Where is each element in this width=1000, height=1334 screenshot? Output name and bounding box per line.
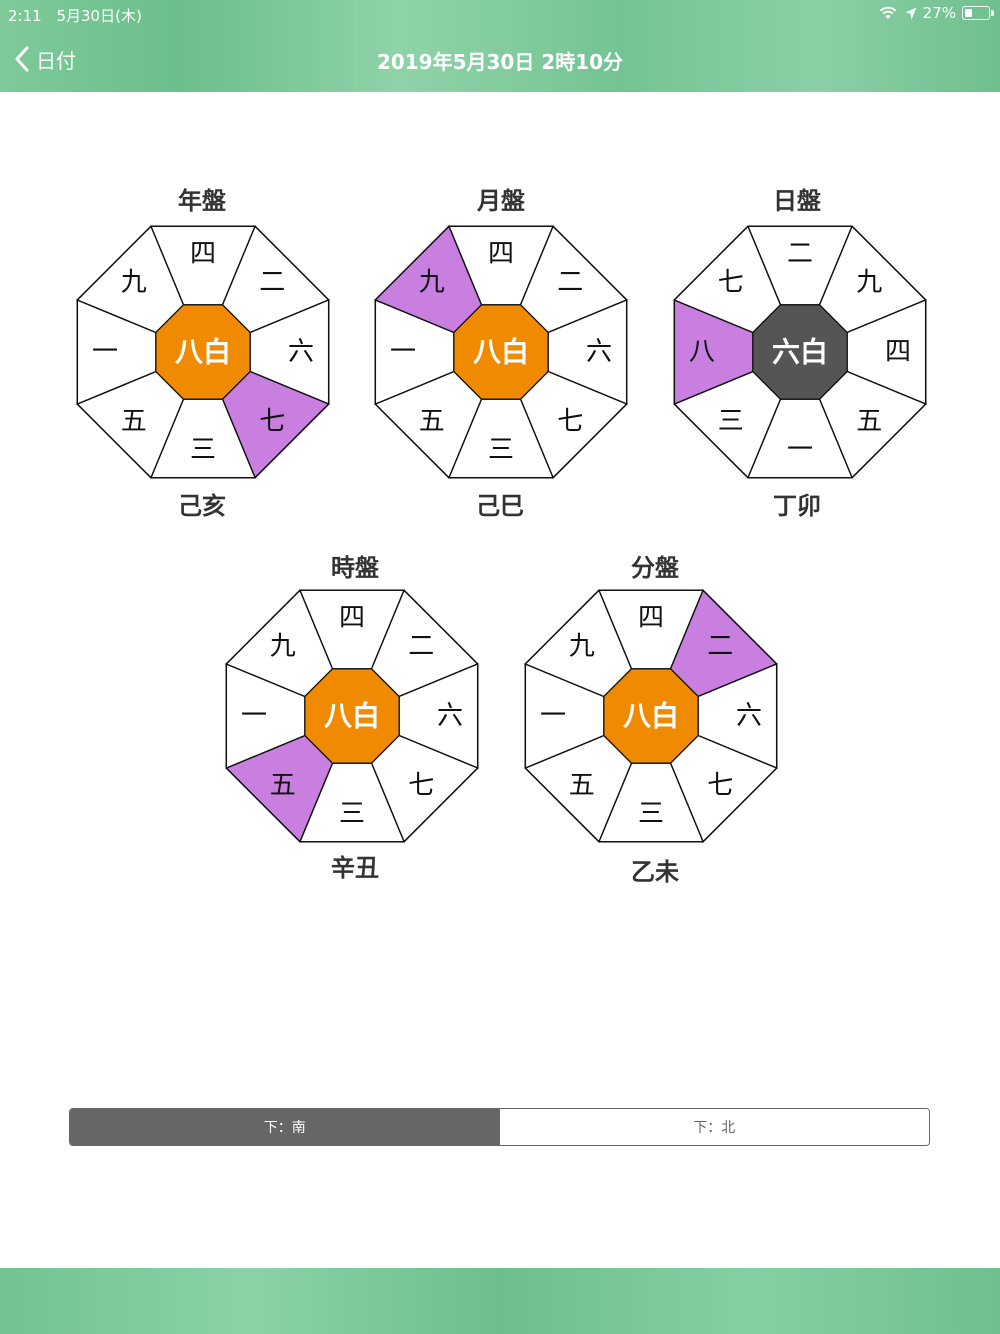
board-star-s: 三 xyxy=(339,799,365,829)
board-star-ne: 二 xyxy=(259,268,285,298)
board-star-se: 七 xyxy=(408,770,434,800)
board-star-w: 八 xyxy=(689,337,715,367)
board-center-star: 八白 xyxy=(175,336,231,369)
board-ganzhi-minute: 乙未 xyxy=(631,858,679,886)
board-star-e: 六 xyxy=(437,701,463,731)
orientation-segmented-control: 下：南 下：北 xyxy=(69,1108,930,1146)
board-center-star: 八白 xyxy=(324,700,380,733)
location-arrow-icon xyxy=(905,7,917,19)
board-star-nw: 九 xyxy=(270,632,296,662)
board-star-ne: 二 xyxy=(557,268,583,298)
board-star-nw: 七 xyxy=(718,268,744,298)
status-date: 5月30日(木) xyxy=(56,7,142,25)
board-star-nw: 九 xyxy=(121,268,147,298)
wifi-icon xyxy=(879,6,896,19)
board-title-hour: 時盤 xyxy=(331,554,379,582)
board-star-sw: 五 xyxy=(270,770,296,800)
board-ganzhi-hour: 辛丑 xyxy=(331,854,379,882)
battery-icon xyxy=(962,6,994,20)
segment-north-down[interactable]: 下：北 xyxy=(499,1109,929,1145)
board-star-s: 三 xyxy=(638,799,664,829)
board-center-octagon xyxy=(304,668,400,764)
board-star-se: 七 xyxy=(707,770,733,800)
board-ganzhi-day: 丁卯 xyxy=(773,492,821,520)
board-star-e: 六 xyxy=(586,337,612,367)
board-star-ne: 二 xyxy=(408,632,434,662)
board-ganzhi-month: 己巳 xyxy=(476,492,524,520)
board-star-se: 七 xyxy=(259,406,285,436)
board-star-ne: 九 xyxy=(856,268,882,298)
back-chevron-icon xyxy=(15,46,29,72)
status-right: 27% xyxy=(879,4,994,22)
board-star-sw: 五 xyxy=(121,406,147,436)
navigation-header: 2:11 5月30日(木) 27% 日付 2019年5月30日 2時10分 xyxy=(0,0,1000,92)
back-button-label: 日付 xyxy=(36,48,76,73)
board-star-n: 四 xyxy=(190,239,216,269)
back-button[interactable]: 日付 xyxy=(14,44,76,74)
board-center-star: 六白 xyxy=(772,336,828,369)
board-star-se: 七 xyxy=(557,406,583,436)
footer-band xyxy=(0,1268,1000,1334)
board-star-n: 四 xyxy=(339,603,365,633)
board-center-star: 八白 xyxy=(473,336,529,369)
board-title-year: 年盤 xyxy=(178,187,226,215)
board-center-octagon xyxy=(155,304,251,400)
segment-south-down[interactable]: 下：南 xyxy=(70,1109,500,1145)
board-title-minute: 分盤 xyxy=(631,554,679,582)
board-star-s: 一 xyxy=(787,435,813,465)
board-star-sw: 三 xyxy=(718,406,744,436)
board-star-w: 一 xyxy=(92,337,118,367)
board-star-e: 四 xyxy=(885,337,911,367)
board-star-sw: 五 xyxy=(569,770,595,800)
status-time: 2:11 xyxy=(8,7,42,25)
status-bar: 2:11 5月30日(木) 27% xyxy=(0,0,1000,28)
board-star-s: 三 xyxy=(488,435,514,465)
page-title: 2019年5月30日 2時10分 xyxy=(376,50,624,74)
board-center-octagon xyxy=(752,304,848,400)
board-star-nw: 九 xyxy=(569,632,595,662)
board-title-day: 日盤 xyxy=(773,187,821,215)
board-star-e: 六 xyxy=(288,337,314,367)
board-ganzhi-year: 己亥 xyxy=(178,492,226,520)
board-star-n: 二 xyxy=(787,239,813,269)
board-star-w: 一 xyxy=(540,701,566,731)
board-star-ne: 二 xyxy=(707,632,733,662)
board-star-nw: 九 xyxy=(419,268,445,298)
battery-percent: 27% xyxy=(922,4,956,22)
board-title-month: 月盤 xyxy=(477,187,525,215)
board-star-w: 一 xyxy=(241,701,267,731)
board-star-n: 四 xyxy=(638,603,664,633)
board-center-octagon xyxy=(603,668,699,764)
board-star-s: 三 xyxy=(190,435,216,465)
status-left: 2:11 5月30日(木) xyxy=(8,5,152,26)
board-star-e: 六 xyxy=(736,701,762,731)
board-center-octagon xyxy=(453,304,549,400)
board-star-sw: 五 xyxy=(419,406,445,436)
board-star-w: 一 xyxy=(390,337,416,367)
board-star-se: 五 xyxy=(856,406,882,436)
board-star-n: 四 xyxy=(488,239,514,269)
board-center-star: 八白 xyxy=(623,700,679,733)
